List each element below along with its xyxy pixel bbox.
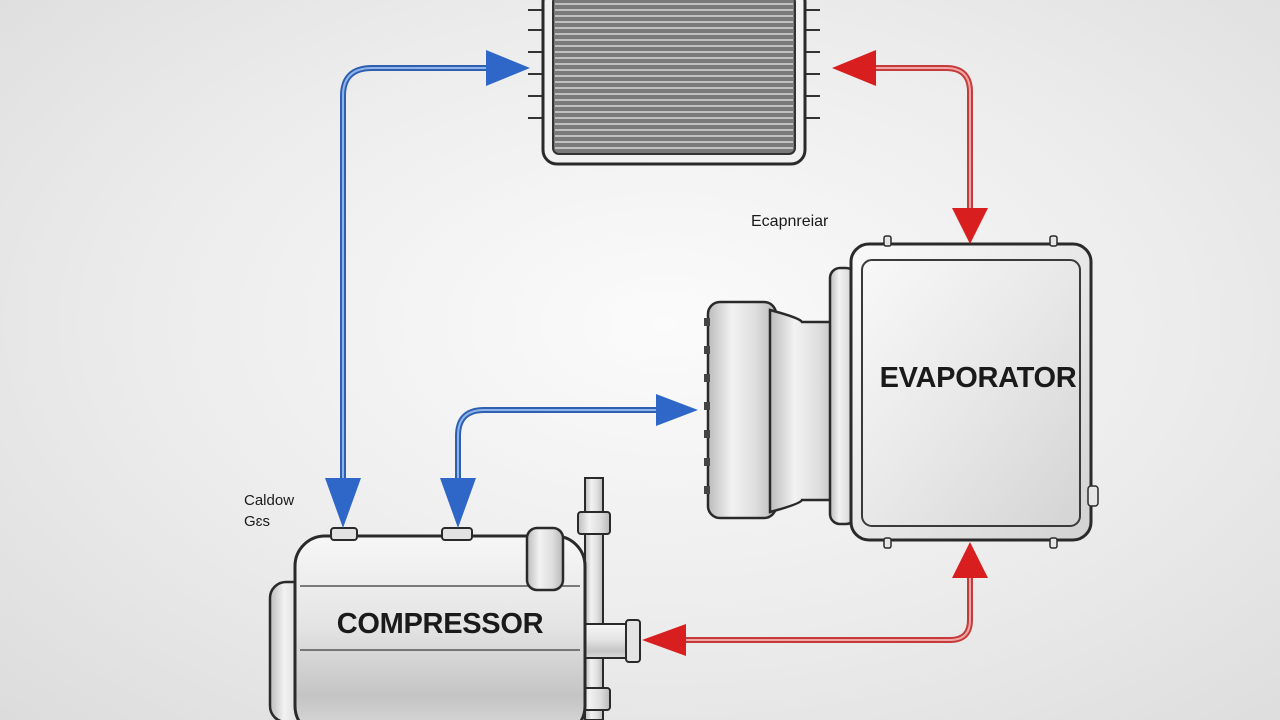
cold-arrow-to-compressor-right [440,478,476,528]
hot-arrow-from-evaporator [952,542,988,578]
condenser-fins [555,3,793,149]
compressor-label: COMPRESSOR [336,608,544,640]
small-label-left-line2: Gɛs [244,513,271,530]
compressor-unit-icon [268,477,641,720]
small-label-left-line1: Caldow [244,492,295,509]
evaporator-unit-icon [704,235,1099,549]
compressor-valve-collar [577,511,611,535]
evaporator-studs [883,235,1099,549]
evaporator-rear-flange [706,300,778,520]
evaporator-housing [849,242,1093,542]
hot-arrow-to-evaporator-top [952,208,988,244]
condenser-side-tabs [528,9,820,119]
cold-line-outer [340,65,497,489]
cold-arrow-to-condenser [486,50,530,86]
condenser-coil-icon [528,0,820,166]
evaporator-panel [861,259,1081,527]
small-label-left: Caldow Gɛs [244,490,294,532]
evaporator-flange-bolts [704,318,710,494]
compressor-top-knob [525,526,565,592]
hot-arrow-to-compressor [642,624,686,656]
hot-line-top [867,65,973,217]
cold-arrow-to-evaporator [656,394,698,426]
compressor-outlet-cap [625,619,641,663]
hot-arrow-to-condenser [832,50,876,86]
cold-arrow-to-compressor-left [325,478,361,528]
compressor-port-right [441,527,473,541]
compressor-body [293,534,587,720]
compressor-port-left [330,527,358,541]
cold-line-inner [455,407,665,485]
condenser-core [552,0,796,155]
small-label-top: Ecapnreiar [751,213,829,230]
hot-line-bottom [677,575,973,643]
evaporator-label: EVAPORATOR [879,362,1077,394]
